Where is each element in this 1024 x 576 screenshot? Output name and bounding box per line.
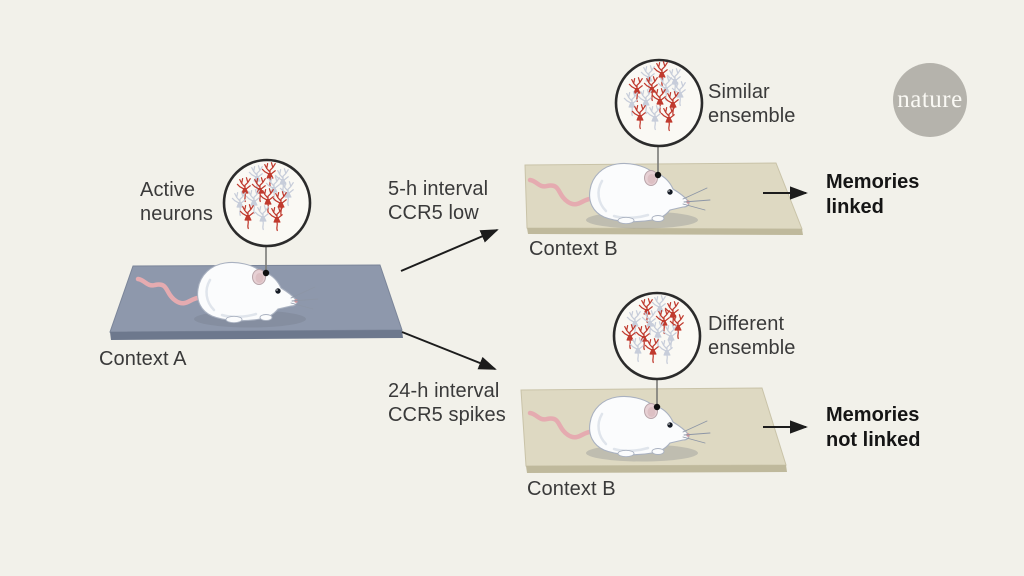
interval-5h-label: 5-h interval CCR5 low — [388, 178, 489, 224]
head-dot-context-b-bottom — [653, 403, 661, 411]
different-ensemble-label: Different ensemble — [708, 313, 796, 359]
similar-ensemble-label: Similar ensemble — [708, 81, 796, 127]
arrow-5h-interval — [400, 229, 499, 272]
context-b-top-label: Context B — [529, 238, 618, 260]
memories-not-linked-label: Memories not linked — [826, 404, 921, 451]
nature-logo: nature — [893, 63, 967, 137]
active-neurons-inset — [222, 158, 312, 248]
head-dot-context-a — [262, 269, 270, 277]
context-b-bottom-label: Context B — [527, 478, 616, 500]
context-a-label: Context A — [99, 348, 187, 370]
different-ensemble-inset — [612, 291, 702, 381]
nature-logo-text: nature — [897, 86, 963, 113]
similar-ensemble-inset — [614, 58, 704, 148]
head-dot-context-b-top — [654, 171, 662, 179]
interval-24h-label: 24-h interval CCR5 spikes — [388, 380, 506, 426]
memories-linked-label: Memories linked — [826, 171, 920, 218]
arrow-24h-interval — [401, 331, 497, 370]
active-neurons-label: Active neurons — [140, 179, 213, 225]
